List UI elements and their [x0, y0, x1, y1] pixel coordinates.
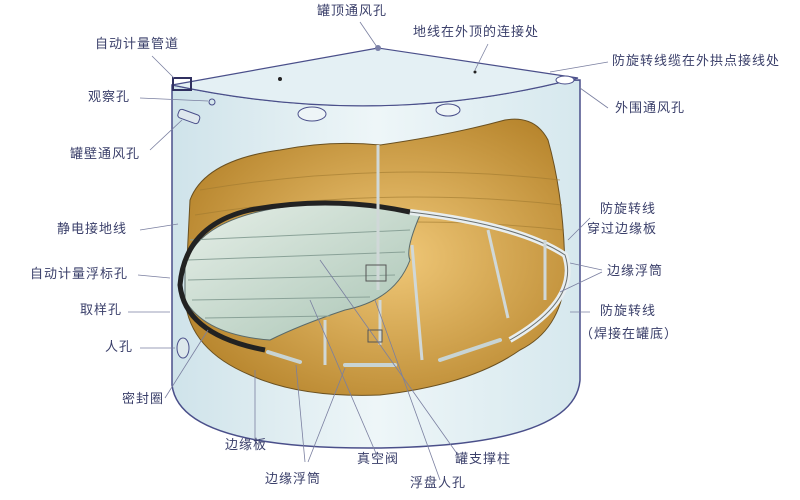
label-sampling-hole: 取样孔	[80, 303, 123, 318]
label-deck-manhole: 浮盘人孔	[410, 476, 467, 491]
label-auto-gauge-pipe: 自动计量管道	[95, 37, 180, 52]
wall-vent-icon	[177, 108, 201, 125]
label-auto-gauge-float-hole: 自动计量浮标孔	[30, 267, 129, 282]
label-roof-vent: 罐顶通风孔	[317, 4, 388, 19]
label-rim-pontoon-bottom: 边缘浮筒	[265, 472, 322, 487]
leader-lines	[128, 21, 609, 481]
label-manhole: 人孔	[105, 340, 134, 355]
label-anti-rotation-through-2: 穿过边缘板	[587, 222, 658, 237]
gauge-pipe-icon	[172, 77, 192, 91]
label-ground-roof-connection: 地线在外顶的连接处	[413, 25, 540, 40]
manhole-icon	[176, 337, 190, 359]
label-rim-pontoon-right: 边缘浮筒	[607, 264, 664, 279]
seal-ring	[177, 200, 411, 353]
label-vacuum-valve: 真空阀	[357, 452, 400, 467]
label-wall-vent: 罐壁通风孔	[70, 147, 141, 162]
label-anti-rotation-cable-connection: 防旋转线缆在外拱点接线处	[612, 54, 781, 69]
tank-roof	[171, 47, 579, 107]
label-anti-rotation-through-1: 防旋转线	[600, 202, 657, 217]
label-peripheral-vent: 外围通风孔	[615, 101, 686, 116]
label-anti-rotation-welded-1: 防旋转线	[600, 304, 657, 319]
label-observation-hole: 观察孔	[88, 90, 131, 105]
label-static-ground-wire: 静电接地线	[57, 222, 128, 237]
label-seal-ring: 密封圈	[122, 392, 165, 407]
label-support-column: 罐支撑柱	[455, 452, 512, 467]
label-anti-rotation-welded-2: （焊接在罐底）	[580, 327, 679, 342]
label-rim-plate: 边缘板	[225, 438, 268, 453]
